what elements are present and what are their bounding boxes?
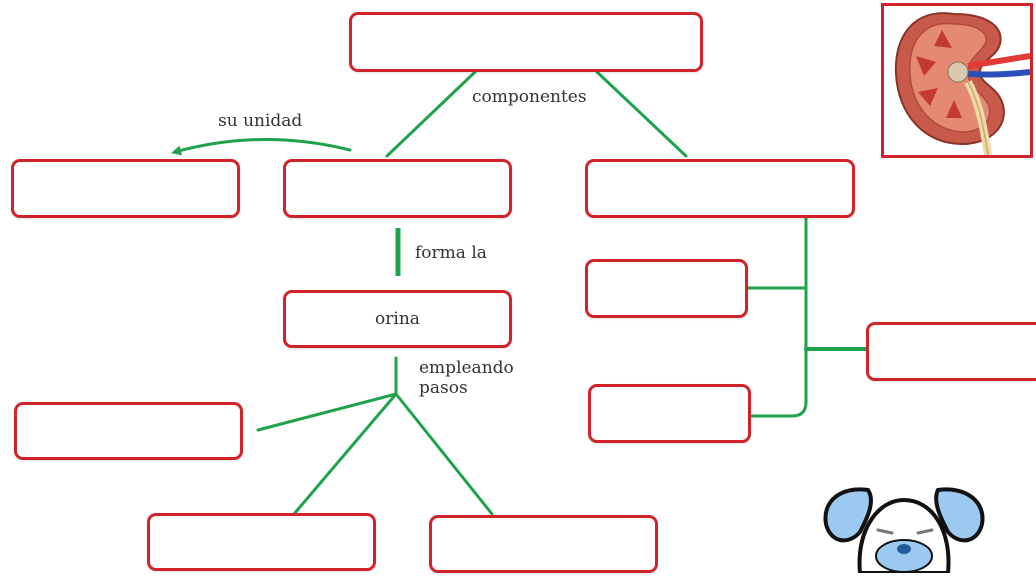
connector-top-to-center-left: [385, 70, 477, 158]
box-far-right[interactable]: [866, 322, 1036, 381]
connector-to-step-bottom-right: [394, 392, 494, 516]
kidney-icon: [894, 12, 1031, 156]
box-step-bottom-left[interactable]: [147, 513, 376, 571]
box-center-right[interactable]: [585, 159, 855, 218]
box-top[interactable]: [349, 12, 703, 72]
connector-right-trunk: [750, 216, 808, 418]
box-right-lower[interactable]: [588, 384, 751, 443]
box-step-bottom-right[interactable]: [429, 515, 658, 573]
label-pasos: pasos: [419, 378, 468, 398]
box-orina[interactable]: orina: [283, 290, 512, 348]
connector-to-step-bottom-left: [292, 392, 398, 516]
label-empleando: empleando: [419, 358, 514, 378]
label-componentes: componentes: [472, 87, 587, 107]
box-step-left[interactable]: [14, 402, 243, 460]
connector-to-step-left: [256, 392, 398, 432]
box-unit[interactable]: [11, 159, 240, 218]
dog-mascot-image: [820, 480, 995, 575]
connector-top-to-center-right: [595, 70, 688, 158]
box-center-left[interactable]: [283, 159, 512, 218]
box-right-upper[interactable]: [585, 259, 748, 318]
dog-icon: [823, 487, 985, 575]
label-forma-la: forma la: [415, 243, 487, 263]
label-empleando-pasos: empleando pasos: [419, 358, 514, 398]
kidney-image-frame: [881, 3, 1033, 158]
label-su-unidad: su unidad: [218, 111, 303, 131]
arrow-su-unidad: [171, 138, 352, 156]
